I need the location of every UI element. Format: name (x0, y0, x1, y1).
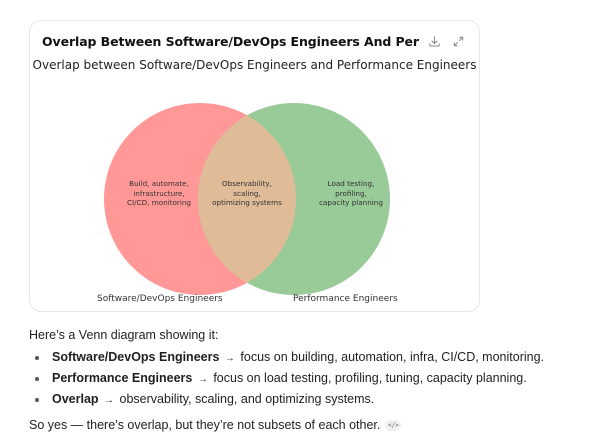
right-only-label: Load testing, profiling, capacity planni… (296, 179, 406, 208)
label-line: capacity planning (319, 198, 383, 207)
bullet-term: Performance Engineers (52, 371, 193, 385)
venn-diagram (104, 103, 390, 295)
chart-title: Overlap between Software/DevOps Engineer… (32, 58, 477, 72)
arrow-icon: → (197, 374, 208, 385)
set-label-performance: Performance Engineers (293, 294, 398, 304)
label-line: infrastructure, (133, 188, 185, 198)
label-line: Build, automate, (129, 179, 189, 188)
list-item: Performance Engineers → focus on load te… (29, 368, 544, 389)
bullet-text: observability, scaling, and optimizing s… (119, 392, 375, 406)
intro-text: Here’s a Venn diagram showing it: (29, 328, 219, 342)
set-label-software-devops: Software/DevOps Engineers (97, 294, 223, 304)
card-header: Overlap Between Software/DevOps Engineer… (42, 31, 467, 51)
label-line: Load testing, (327, 179, 375, 188)
label-line: optimizing systems (212, 198, 282, 207)
intersection-label: Observability, scaling, optimizing syste… (192, 179, 302, 208)
list-item: Software/DevOps Engineers → focus on bui… (29, 347, 544, 368)
expand-button[interactable] (449, 32, 467, 50)
chart-card: Overlap Between Software/DevOps Engineer… (29, 20, 480, 312)
label-line: profiling, (335, 188, 367, 198)
bullet-list: Software/DevOps Engineers → focus on bui… (29, 347, 544, 410)
bullet-term: Overlap (52, 392, 99, 406)
arrow-icon: → (104, 395, 115, 406)
bullet-text: focus on building, automation, infra, CI… (240, 350, 545, 364)
arrow-icon: → (224, 353, 235, 364)
card-title: Overlap Between Software/DevOps Engineer… (42, 33, 419, 49)
label-line: scaling, (233, 188, 261, 198)
code-icon[interactable]: </> (385, 419, 402, 431)
left-only-label: Build, automate, infrastructure, CI/CD, … (104, 179, 214, 208)
set-intersection (198, 103, 296, 295)
label-line: Observability, (222, 179, 272, 188)
list-item: Overlap → observability, scaling, and op… (29, 389, 544, 410)
outro-text: So yes — there’s overlap, but they’re no… (29, 418, 381, 432)
expand-icon (453, 36, 463, 46)
bullet-text: focus on load testing, profiling, tuning… (213, 371, 527, 385)
outro-paragraph: So yes — there’s overlap, but they’re no… (29, 418, 402, 432)
bullet-term: Software/DevOps Engineers (52, 350, 220, 364)
download-icon (428, 35, 440, 46)
download-button[interactable] (425, 32, 443, 50)
label-line: CI/CD, monitoring (127, 198, 191, 207)
